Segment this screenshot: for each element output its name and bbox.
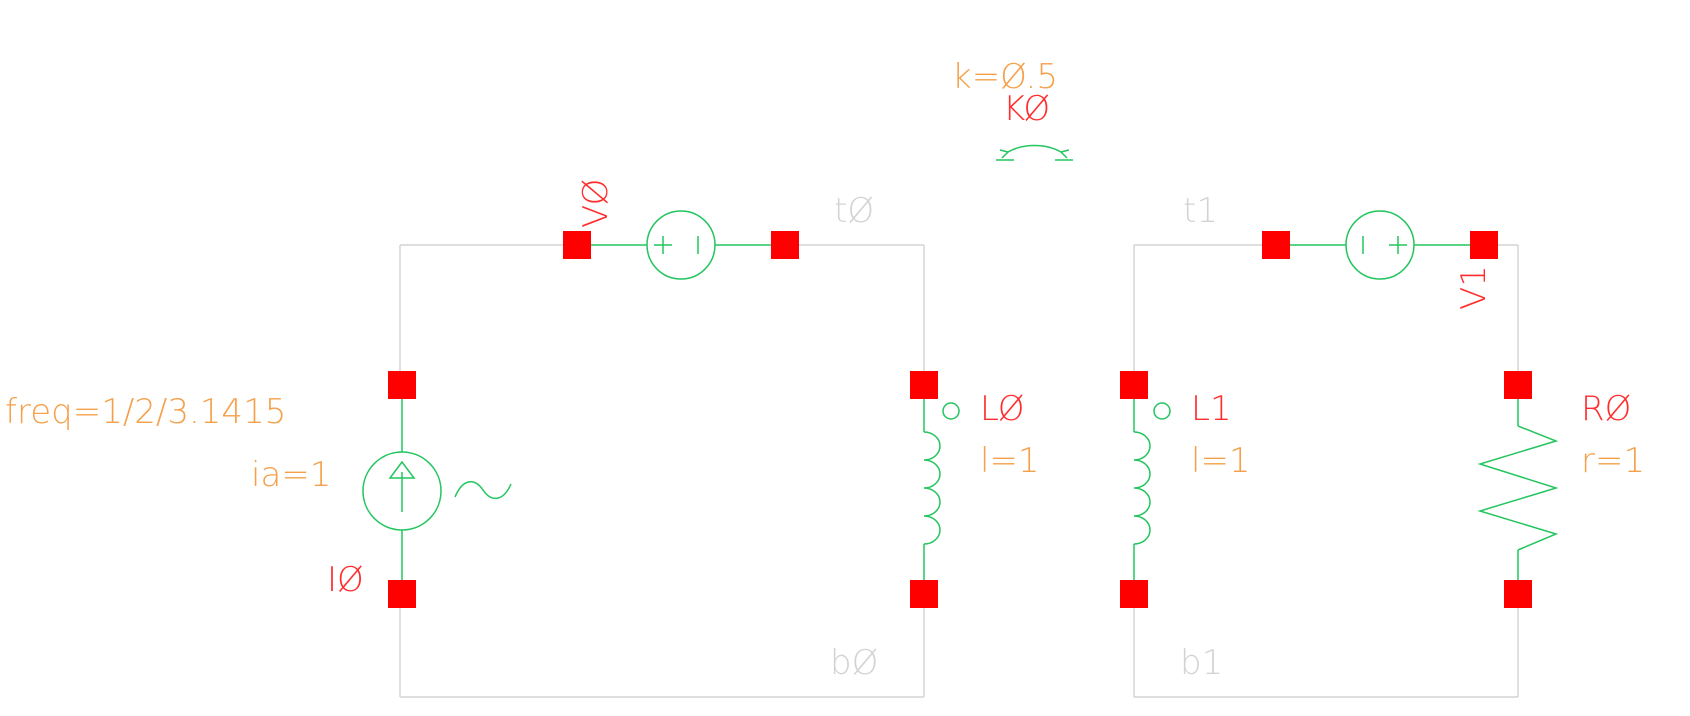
l0-value-label: l=1: [980, 441, 1040, 481]
pin-v0-right[interactable]: [771, 231, 799, 259]
node-label-t0: tØ: [834, 191, 874, 231]
current-source-i0[interactable]: [362, 371, 512, 608]
inductor-l0[interactable]: [910, 371, 960, 608]
l1-value-label: l=1: [1191, 441, 1251, 481]
voltage-source-v1[interactable]: [1262, 210, 1498, 280]
i0-amplitude-label: ia=1: [251, 455, 331, 495]
inductor-l1[interactable]: [1120, 371, 1171, 608]
pin-i0-top[interactable]: [388, 371, 416, 399]
pin-l0-bottom[interactable]: [910, 580, 938, 608]
r0-name-label: RØ: [1581, 389, 1631, 429]
i0-name-label: IØ: [327, 560, 364, 600]
pin-v1-right[interactable]: [1470, 231, 1498, 259]
l1-name-label: L1: [1191, 389, 1232, 429]
pin-r0-bottom[interactable]: [1504, 580, 1532, 608]
l0-name-label: LØ: [980, 389, 1025, 429]
r0-value-label: r=1: [1581, 441, 1645, 481]
pin-i0-bottom[interactable]: [388, 580, 416, 608]
node-label-b0: bØ: [830, 643, 878, 683]
node-label-t1: t1: [1183, 191, 1218, 231]
pin-v1-left[interactable]: [1262, 231, 1290, 259]
pin-l0-top[interactable]: [910, 371, 938, 399]
v1-name-label: V1: [1454, 265, 1494, 310]
v0-name-label: VØ: [576, 179, 616, 228]
resistor-r0[interactable]: [1477, 371, 1559, 608]
wires-loop-0: [399, 244, 925, 698]
coupling-name-label: KØ: [1003, 89, 1050, 129]
pin-l1-bottom[interactable]: [1120, 580, 1148, 608]
i0-freq-label: freq=1/2/3.1415: [5, 392, 286, 432]
pin-l1-top[interactable]: [1120, 371, 1148, 399]
node-label-b1: b1: [1180, 643, 1223, 683]
pin-v0-left[interactable]: [563, 231, 591, 259]
coupling-k0[interactable]: [996, 144, 1073, 161]
pin-r0-top[interactable]: [1504, 371, 1532, 399]
voltage-source-v0[interactable]: [563, 210, 799, 280]
coupling-param-label: k=Ø.5: [952, 57, 1058, 97]
